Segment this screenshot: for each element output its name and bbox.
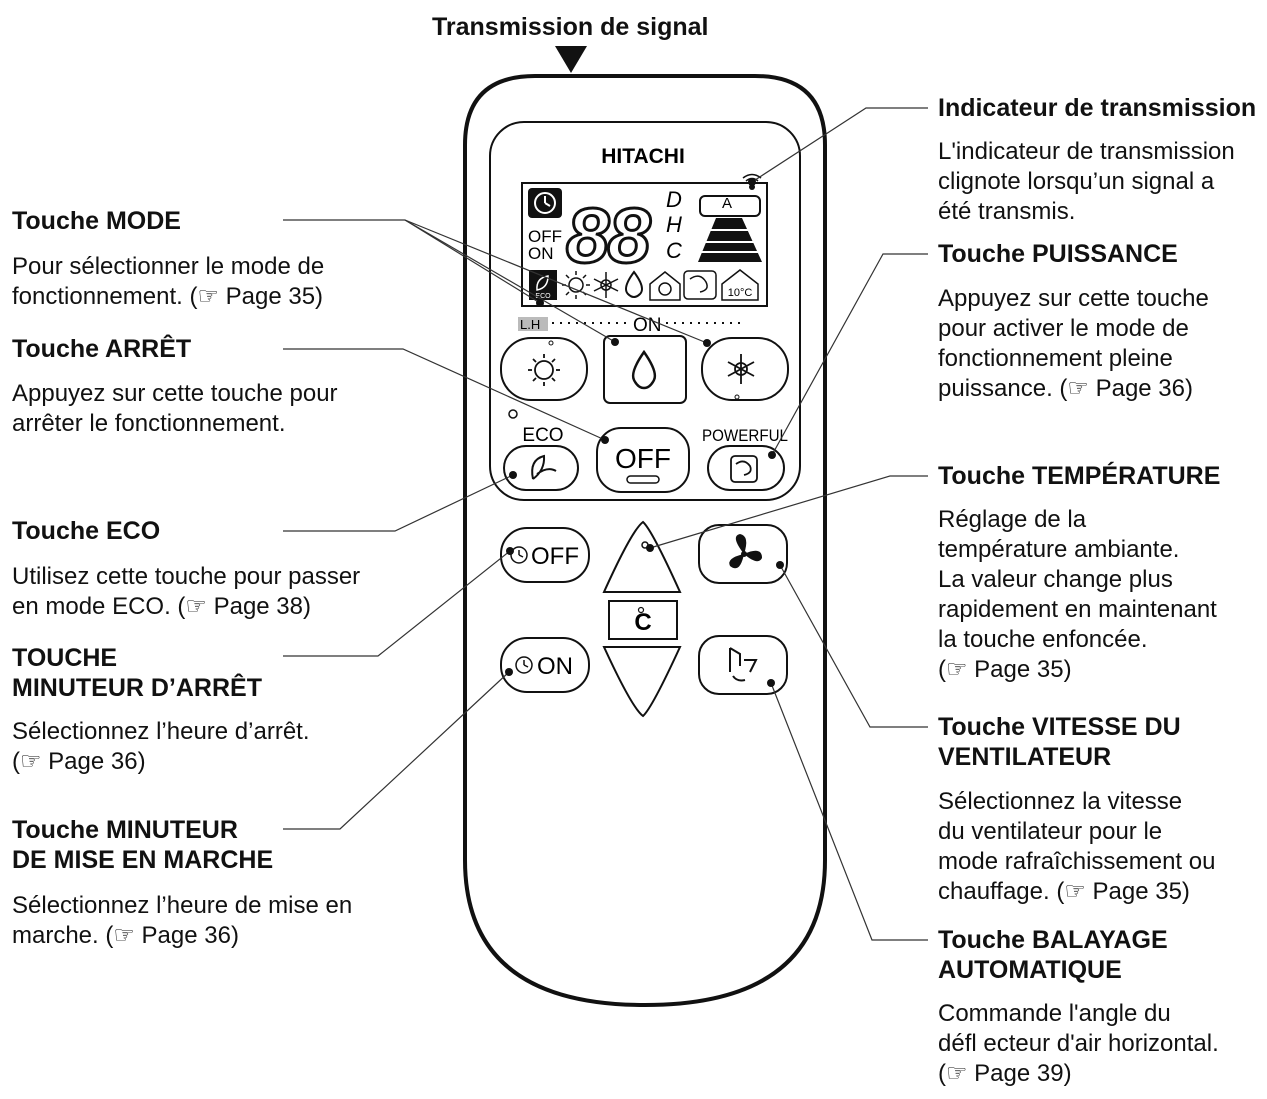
lh-label: L.H	[520, 317, 540, 332]
callout-title: Touche TEMPÉRATURE	[938, 462, 1221, 490]
swing-icon	[729, 647, 758, 682]
timer-off-button[interactable]: OFF	[500, 527, 590, 583]
signal-label: Transmission de signal	[432, 13, 709, 41]
timer-clock-icon	[510, 546, 528, 564]
callout-title: Touche ARRÊT	[12, 335, 192, 363]
timer-on-button[interactable]: ON	[500, 637, 590, 693]
powerful-button-label: POWERFUL	[702, 426, 788, 445]
lcd-off-label: OFF	[528, 227, 562, 246]
callout-description: Sélectionnez l’heure d’arrêt.(☞ Page 36)	[12, 718, 310, 775]
temperature-down-button[interactable]	[602, 646, 682, 718]
lcd-unit-h: H	[666, 212, 682, 237]
dry-mini-icon	[625, 270, 643, 298]
svg-text:A: A	[722, 195, 732, 212]
eco-button[interactable]	[503, 445, 579, 491]
sun-icon	[528, 354, 560, 386]
lcd-digits: 88	[566, 191, 651, 279]
louver-icon: A	[698, 195, 762, 262]
lcd-display: OFF ON 88 D H C A ECO	[521, 173, 768, 307]
auto-swing-button[interactable]	[698, 635, 788, 695]
signal-arrow	[555, 46, 587, 73]
svg-text:ON: ON	[537, 653, 573, 680]
callout-title: Touche MODE	[12, 207, 181, 235]
leader-lines	[283, 107, 928, 941]
snowflake-icon	[727, 354, 755, 384]
auto-mini-icon	[649, 271, 681, 301]
powerful-icon	[730, 455, 758, 483]
powerful-mini-icon	[683, 270, 717, 300]
callout-title: Indicateur de transmission	[938, 94, 1257, 122]
cool-button[interactable]	[701, 337, 789, 401]
ten-degree-icon: 10°C	[721, 269, 759, 301]
svg-text:OFF: OFF	[531, 543, 579, 570]
svg-text:10°C: 10°C	[728, 287, 753, 299]
svg-text:ECO: ECO	[535, 293, 551, 300]
dry-button[interactable]	[603, 335, 687, 404]
svg-text:C: C	[634, 609, 651, 636]
leader-dots	[505, 178, 784, 687]
heat-button[interactable]	[500, 337, 588, 401]
eco-indicator-dot	[508, 409, 518, 419]
powerful-button[interactable]	[707, 445, 785, 491]
timer-clock-icon	[515, 656, 533, 674]
callout-title: Touche ECO	[12, 517, 161, 545]
fan-speed-button[interactable]	[698, 524, 788, 584]
off-button[interactable]: OFF	[596, 427, 690, 493]
drop-icon	[631, 349, 657, 390]
eco-button-label: ECO	[522, 425, 563, 446]
leaf-icon	[531, 454, 557, 480]
eco-mini-icon: ECO	[529, 270, 557, 300]
temperature-label-box: C	[608, 600, 678, 640]
callout-title: Touche PUISSANCE	[938, 240, 1178, 268]
lh-badge	[518, 317, 548, 331]
lcd-unit-d: D	[666, 187, 682, 212]
svg-text:OFF: OFF	[615, 443, 671, 474]
lcd-unit-c: C	[666, 238, 682, 263]
lcd-on-label: ON	[528, 244, 554, 263]
cool-mini-icon	[593, 272, 619, 298]
fan-icon	[729, 534, 762, 569]
on-strip-label: ON	[633, 315, 662, 336]
brand-logo: HITACHI	[601, 145, 685, 168]
